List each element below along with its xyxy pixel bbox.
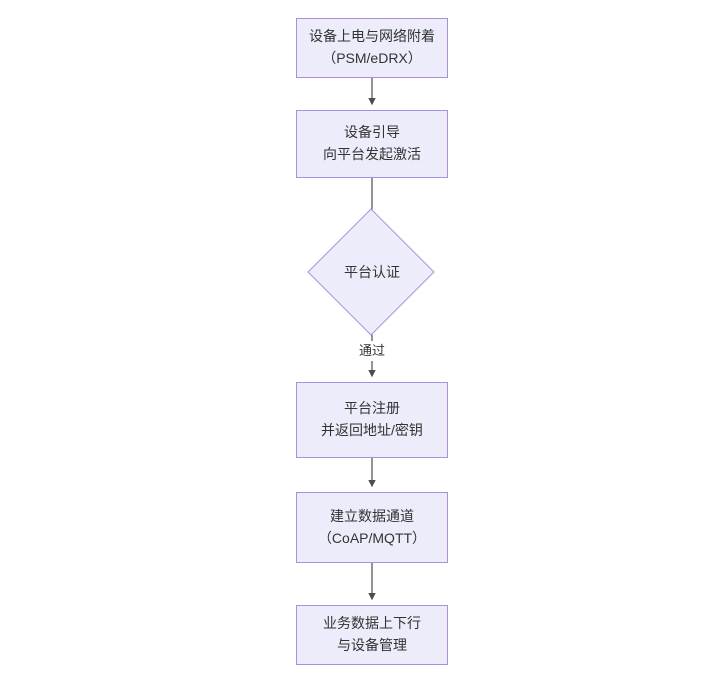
node-label-line: 设备上电与网络附着	[309, 28, 435, 45]
node-label-line: 平台认证	[344, 264, 400, 281]
node-device-power-on[interactable]: 设备上电与网络附着 （PSM/eDRX）	[296, 18, 448, 78]
node-label-line: 设备引导	[344, 124, 400, 141]
node-label-line: （CoAP/MQTT）	[317, 529, 427, 546]
node-label-line: 向平台发起激活	[323, 146, 421, 162]
node-platform-auth-label: 平台认证	[325, 228, 419, 318]
node-label-line: 建立数据通道	[330, 507, 414, 524]
node-platform-register[interactable]: 平台注册 并返回地址/密钥	[296, 382, 448, 458]
node-label-line: 业务数据上下行	[323, 615, 421, 632]
node-establish-data-channel[interactable]: 建立数据通道 （CoAP/MQTT）	[296, 492, 448, 563]
node-label-line: 与设备管理	[337, 637, 407, 653]
edge-label-pass: 通过	[356, 341, 389, 362]
node-business-data-and-device-mgmt[interactable]: 业务数据上下行 与设备管理	[296, 605, 448, 665]
node-label-line: （PSM/eDRX）	[322, 50, 422, 66]
node-label-line: 平台注册	[344, 400, 400, 417]
node-label-line: 并返回地址/密钥	[321, 422, 423, 438]
node-device-bootstrap[interactable]: 设备引导 向平台发起激活	[296, 110, 448, 178]
